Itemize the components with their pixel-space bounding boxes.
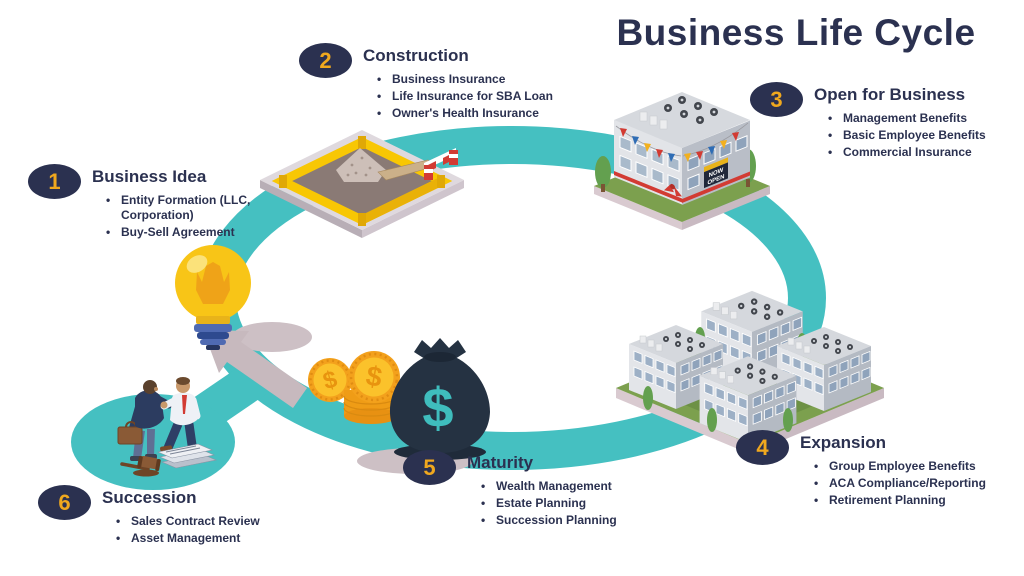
stage-bullet-list: Group Employee Benefits ACA Compliance/R… <box>800 459 986 508</box>
svg-text:$: $ <box>364 360 385 393</box>
construction-site-illustration <box>260 130 464 238</box>
bullet-item: Succession Planning <box>479 513 617 528</box>
storefront-building-illustration: NOW OPEN <box>594 92 770 230</box>
stage-title: Business Idea <box>92 167 207 186</box>
bullet-item: Buy-Sell Agreement <box>104 225 273 240</box>
handshake-illustration <box>117 377 218 477</box>
stage-number-badge: 1 <box>28 164 81 199</box>
lightbulb-shadow <box>232 322 312 352</box>
bullet-item: Life Insurance for SBA Loan <box>375 89 553 104</box>
stage-bullet-list: Business Insurance Life Insurance for SB… <box>363 72 553 121</box>
bullet-item: Management Benefits <box>826 111 986 126</box>
stage-business-idea: 1 Business Idea Entity Formation (LLC, C… <box>28 164 273 242</box>
stage-maturity: 5 Maturity Wealth Management Estate Plan… <box>403 450 617 530</box>
stage-open-for-business: 3 Open for Business Management Benefits … <box>750 82 986 162</box>
lightbulb-illustration <box>175 245 251 350</box>
bullet-item: Entity Formation (LLC, Corporation) <box>104 193 273 223</box>
bullet-item: ACA Compliance/Reporting <box>812 476 986 491</box>
bullet-item: Wealth Management <box>479 479 617 494</box>
businessman-left <box>117 380 173 461</box>
stage-number-badge: 5 <box>403 450 456 485</box>
gavel-icon <box>120 455 161 477</box>
stage-title: Open for Business <box>814 85 966 104</box>
businessman-right <box>160 377 201 457</box>
stage-number-badge: 2 <box>299 43 352 78</box>
stage-number-badge: 3 <box>750 82 803 117</box>
stage-title: Succession <box>102 488 197 507</box>
money-bag-icon <box>389 357 490 453</box>
bullet-item: Basic Employee Benefits <box>826 128 986 143</box>
dollar-sign-icon: $ <box>422 376 453 439</box>
stage-title: Expansion <box>800 433 886 452</box>
stage-bullet-list: Wealth Management Estate Planning Succes… <box>467 479 617 528</box>
stage-construction: 2 Construction Business Insurance Life I… <box>299 43 553 123</box>
buildings-cluster-illustration <box>616 290 884 454</box>
bullet-item: Sales Contract Review <box>114 514 260 529</box>
restart-arrow <box>203 330 307 408</box>
bullet-item: Commercial Insurance <box>826 145 986 160</box>
bullet-item: Estate Planning <box>479 496 617 511</box>
gold-coin-icon: $ <box>348 351 400 403</box>
money-bag-coins-illustration: $ $ $ <box>308 338 490 460</box>
stage-title: Construction <box>363 46 469 65</box>
gold-coin-icon: $ <box>308 358 352 402</box>
stage-bullet-list: Management Benefits Basic Employee Benef… <box>814 111 986 160</box>
stage-expansion: 4 Expansion Group Employee Benefits ACA … <box>736 430 986 510</box>
stage-succession: 6 Succession Sales Contract Review Asset… <box>38 485 260 548</box>
documents-icon <box>156 443 218 469</box>
bullet-item: Business Insurance <box>375 72 553 87</box>
bullet-item: Asset Management <box>114 531 260 546</box>
page-title: Business Life Cycle <box>616 12 976 53</box>
bullet-item: Retirement Planning <box>812 493 986 508</box>
stage-title: Maturity <box>467 453 534 472</box>
stage-bullet-list: Sales Contract Review Asset Management <box>102 514 260 546</box>
bullet-item: Group Employee Benefits <box>812 459 986 474</box>
stage-number-badge: 6 <box>38 485 91 520</box>
bullet-item: Owner's Health Insurance <box>375 106 553 121</box>
stage-number-badge: 4 <box>736 430 789 465</box>
stage-bullet-list: Entity Formation (LLC, Corporation) Buy-… <box>92 193 273 240</box>
bunting-flags <box>620 128 739 162</box>
